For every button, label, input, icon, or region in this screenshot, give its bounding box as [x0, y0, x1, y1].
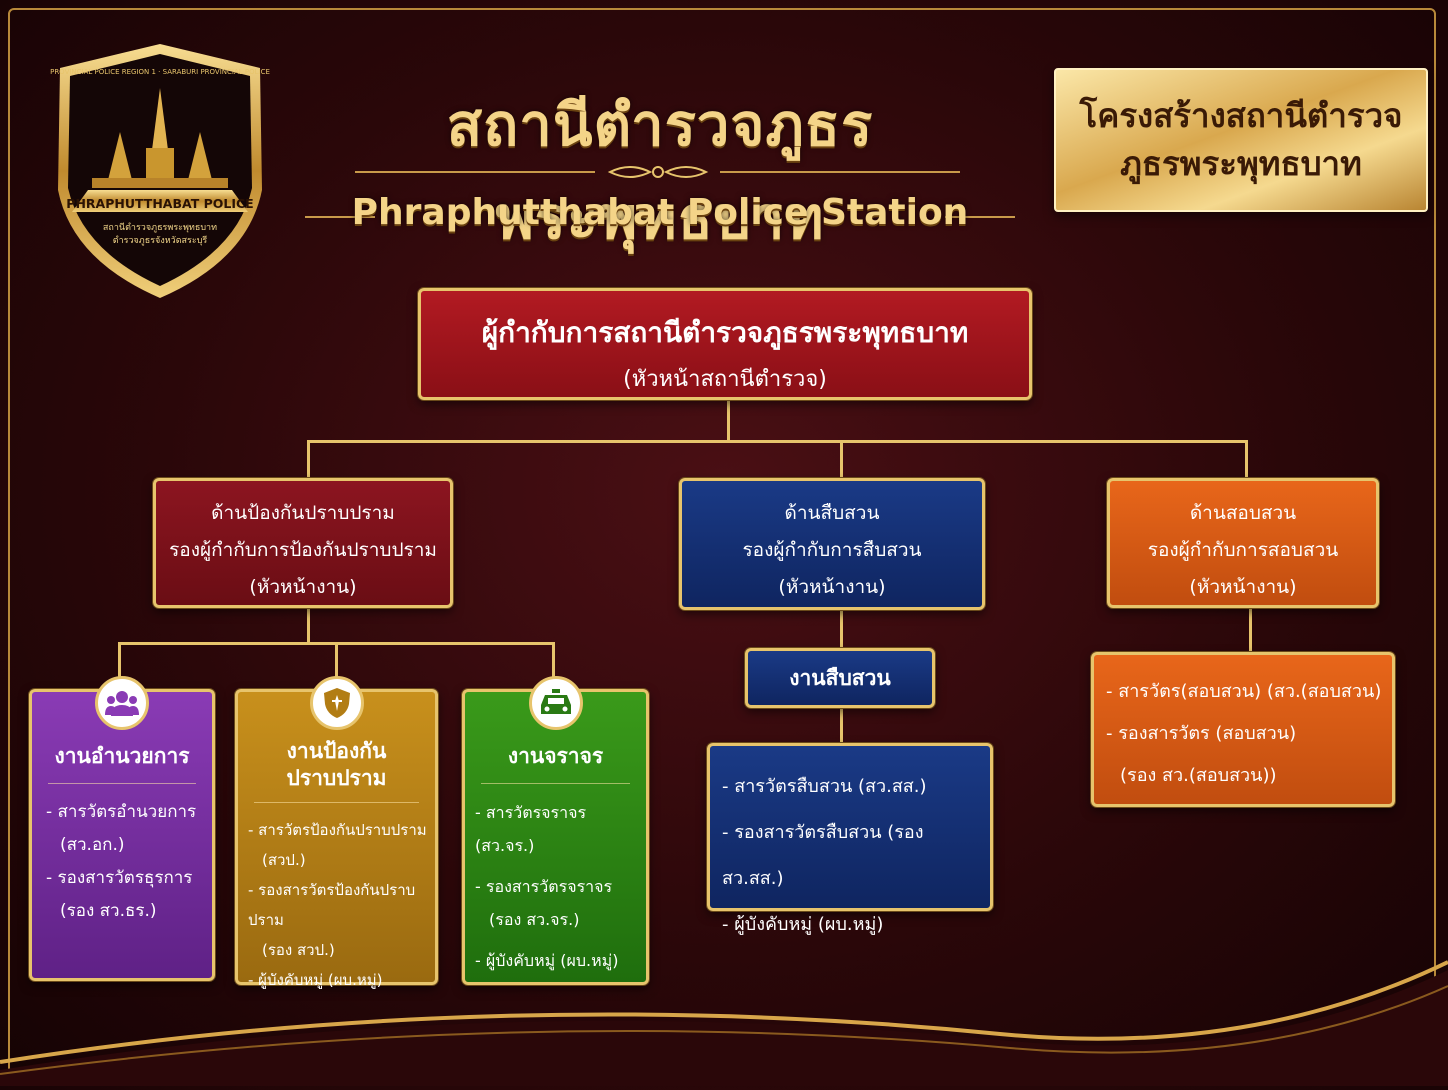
- unit-suppression-title2: ปราบปราม: [286, 766, 387, 790]
- unit-traffic-title: งานจราจร: [507, 744, 604, 768]
- subtitle-line-right: [945, 216, 1015, 218]
- list-item: (รอง สวป.): [262, 941, 335, 959]
- unit-admin: งานอำนวยการ - สารวัตรอำนวยการ (สว.อก.) -…: [29, 676, 215, 981]
- unit-investigation-list: - สารวัตรสืบสวน (สว.สส.) - รองสารวัตรสืบ…: [707, 743, 993, 935]
- page-title: สถานีตำรวจภูธรพระพุทธบาท: [446, 91, 874, 252]
- list-item: - ผู้บังคับหมู่ (ผบ.หมู่): [475, 951, 619, 970]
- list-item: (รอง สว.(สอบสวน)): [1120, 765, 1277, 786]
- connector-investigation: [840, 440, 843, 480]
- subtitle-line-left: [305, 216, 375, 218]
- connector-admin: [118, 642, 121, 690]
- structure-label-line1: โครงสร้างสถานีตำรวจ: [1079, 96, 1403, 135]
- chief-box: ผู้กำกับการสถานีตำรวจภูธรพระพุทธบาท (หัว…: [418, 288, 1032, 400]
- chief-title: ผู้กำกับการสถานีตำรวจภูธรพระพุทธบาท: [481, 316, 969, 349]
- list-item: - รองสารวัตรจราจร: [475, 877, 613, 896]
- division-prevention-role: (หัวหน้างาน): [249, 576, 357, 598]
- list-item: - รองสารวัตรสืบสวน (รอง สว.สส.): [722, 822, 924, 889]
- connector-inquiry: [1245, 440, 1248, 480]
- structure-label: โครงสร้างสถานีตำรวจ ภูธรพระพุทธบาท: [1054, 68, 1428, 212]
- list-item: (สวป.): [262, 851, 306, 869]
- badge-banner: PHRAPHUTTHABAT POLICE: [66, 196, 253, 211]
- title-divider-left: [355, 171, 595, 173]
- list-item: - สารวัตร(สอบสวน) (สว.(สอบสวน): [1106, 681, 1382, 702]
- badge-arc-text: PROVINCIAL POLICE REGION 1 · SARABURI PR…: [50, 68, 270, 76]
- police-badge: PROVINCIAL POLICE REGION 1 · SARABURI PR…: [48, 40, 272, 302]
- unit-suppression: งานป้องกัน ปราบปราม - สารวัตรป้องกันปราบ…: [235, 676, 438, 989]
- badge-sub1: สถานีตำรวจภูธรพระพุทธบาท: [103, 222, 217, 233]
- title-divider-right: [720, 171, 960, 173]
- division-inquiry-deputy: รองผู้กำกับการสอบสวน: [1147, 539, 1339, 561]
- connector-invest-unit: [840, 608, 843, 650]
- division-inquiry-name: ด้านสอบสวน: [1189, 502, 1297, 524]
- connector-suppression: [335, 642, 338, 690]
- list-item: - สารวัตรป้องกันปราบปราม: [248, 821, 427, 839]
- list-item: - รองสารวัตรธุรการ: [46, 868, 193, 888]
- people-icon: [105, 691, 139, 716]
- ornament-icon: [600, 160, 716, 184]
- list-item: - สารวัตรอำนวยการ: [46, 802, 197, 822]
- division-investigation-deputy: รองผู้กำกับการสืบสวน: [742, 539, 922, 561]
- division-prevention: ด้านป้องกันปราบปราม รองผู้กำกับการป้องกั…: [153, 478, 453, 608]
- division-inquiry-role: (หัวหน้างาน): [1189, 576, 1297, 598]
- connector-h-level1: [307, 440, 1248, 443]
- connector-invest-list: [840, 706, 843, 746]
- unit-admin-divider: [48, 783, 196, 784]
- division-prevention-deputy: รองผู้กำกับการป้องกันปราบปราม: [169, 539, 437, 561]
- division-prevention-name: ด้านป้องกันปราบปราม: [211, 502, 395, 524]
- list-item: (สว.อก.): [60, 835, 125, 855]
- unit-inquiry-list: - สารวัตร(สอบสวน) (สว.(สอบสวน) - รองสารว…: [1091, 652, 1395, 807]
- list-item: (รอง สว.ธร.): [60, 901, 157, 921]
- connector-prevention: [307, 440, 310, 480]
- division-inquiry: ด้านสอบสวน รองผู้กำกับการสอบสวน (หัวหน้า…: [1107, 478, 1379, 608]
- page-subtitle: Phraphutthabat Police Station: [351, 192, 969, 233]
- shield-icon: [323, 688, 350, 718]
- connector-inquiry-list: [1249, 608, 1252, 654]
- list-item: - สารวัตรสืบสวน (สว.สส.): [722, 776, 927, 797]
- unit-traffic-divider: [481, 783, 630, 784]
- list-item: - รองสารวัตรป้องกันปราบปราม: [248, 881, 416, 929]
- unit-suppression-title1: งานป้องกัน: [286, 739, 387, 763]
- bottom-decoration: [0, 930, 1448, 1086]
- car-icon: [540, 689, 571, 714]
- structure-label-line2: ภูธรพระพุทธบาท: [1120, 144, 1362, 183]
- connector-traffic: [552, 642, 555, 690]
- connector-chief: [727, 400, 730, 442]
- unit-admin-title: งานอำนวยการ: [54, 744, 190, 768]
- unit-investigation: งานสืบสวน: [745, 648, 935, 708]
- unit-investigation-title: งานสืบสวน: [789, 666, 891, 690]
- list-item: (รอง สว.จร.): [489, 910, 580, 929]
- division-investigation: ด้านสืบสวน รองผู้กำกับการสืบสวน (หัวหน้า…: [679, 478, 985, 610]
- chief-role: (หัวหน้าสถานีตำรวจ): [623, 367, 827, 392]
- division-investigation-role: (หัวหน้างาน): [778, 576, 886, 598]
- list-item: - ผู้บังคับหมู่ (ผบ.หมู่): [722, 914, 884, 935]
- badge-sub2: ตำรวจภูธรจังหวัดสระบุรี: [113, 235, 208, 246]
- unit-suppression-divider: [254, 802, 419, 803]
- division-investigation-name: ด้านสืบสวน: [784, 502, 880, 524]
- list-item: - สารวัตรจราจร (สว.จร.): [475, 803, 587, 855]
- list-item: - ผู้บังคับหมู่ (ผบ.หมู่): [248, 971, 383, 989]
- unit-traffic: งานจราจร - สารวัตรจราจร (สว.จร.) - รองสา…: [462, 676, 649, 985]
- connector-prevention-down: [307, 608, 310, 644]
- list-item: - รองสารวัตร (สอบสวน): [1106, 723, 1297, 744]
